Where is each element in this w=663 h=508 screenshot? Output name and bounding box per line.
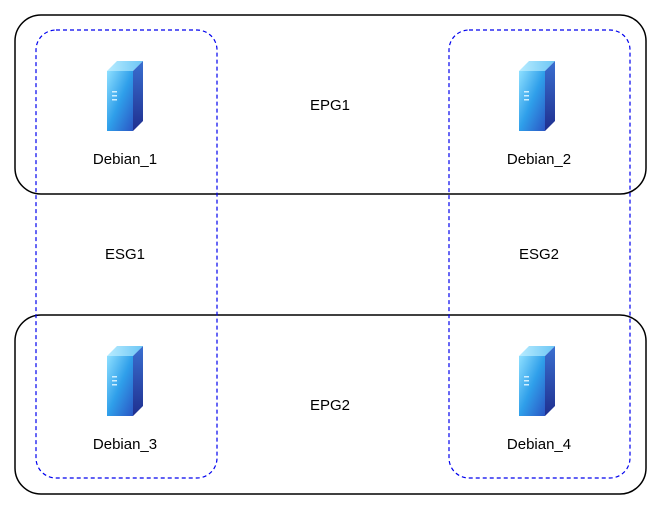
epg2-label: EPG2 [310, 397, 350, 414]
server-label-debian-3: Debian_3 [93, 436, 157, 453]
esg1-label: ESG1 [105, 246, 145, 263]
server-icon[interactable] [519, 61, 555, 131]
epg1-label: EPG1 [310, 97, 350, 114]
server-label-debian-1: Debian_1 [93, 151, 157, 168]
epg1-group [14, 14, 647, 195]
epg2-group [14, 314, 647, 495]
server-label-debian-4: Debian_4 [507, 436, 571, 453]
esg2-group [448, 29, 631, 479]
server-icon[interactable] [107, 61, 143, 131]
server-icon[interactable] [519, 346, 555, 416]
server-icon[interactable] [107, 346, 143, 416]
esg2-label: ESG2 [519, 246, 559, 263]
esg1-group [35, 29, 218, 479]
server-label-debian-2: Debian_2 [507, 151, 571, 168]
